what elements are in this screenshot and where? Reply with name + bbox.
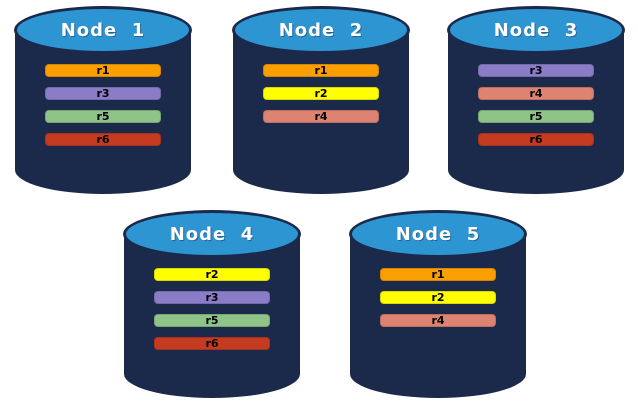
replica-label: r2 [314, 87, 328, 100]
node-4-replica-list: r2 r3 r5 r6 [123, 268, 301, 360]
node-4-title: Node 4 [169, 223, 255, 245]
replica-label: r4 [314, 110, 328, 123]
node-5-title: Node 5 [395, 223, 481, 245]
replica-label: r1 [314, 64, 328, 77]
replica-label: r6 [205, 337, 219, 350]
replica-bar: r4 [380, 314, 496, 327]
node-1-cylinder-top: Node 1 [14, 6, 192, 54]
node-3-cylinder: Node 3 r3 r4 r5 r6 [447, 6, 625, 194]
node-3-title: Node 3 [493, 19, 579, 41]
replica-bar: r3 [154, 291, 270, 304]
replica-label: r3 [529, 64, 543, 77]
replica-bar: r1 [45, 64, 161, 77]
node-1-replica-list: r1 r3 r5 r6 [14, 64, 192, 156]
replica-label: r3 [96, 87, 110, 100]
node-3-cylinder-top: Node 3 [447, 6, 625, 54]
replica-bar: r2 [380, 291, 496, 304]
replica-bar: r6 [478, 133, 594, 146]
node-2-cylinder: Node 2 r1 r2 r4 [232, 6, 410, 194]
node-3-replica-list: r3 r4 r5 r6 [447, 64, 625, 156]
replica-label: r6 [96, 133, 110, 146]
replica-bar: r3 [478, 64, 594, 77]
replica-bar: r6 [45, 133, 161, 146]
node-1-cylinder: Node 1 r1 r3 r5 r6 [14, 6, 192, 194]
replica-label: r2 [205, 268, 219, 281]
node-1-title: Node 1 [60, 19, 146, 41]
replica-label: r1 [431, 268, 445, 281]
node-4-cylinder-top: Node 4 [123, 210, 301, 258]
replica-label: r1 [96, 64, 110, 77]
replica-label: r4 [529, 87, 543, 100]
node-2-cylinder-top: Node 2 [232, 6, 410, 54]
replica-bar: r2 [263, 87, 379, 100]
replica-label: r2 [431, 291, 445, 304]
replica-bar: r4 [478, 87, 594, 100]
node-2-title: Node 2 [278, 19, 364, 41]
node-5-cylinder-top: Node 5 [349, 210, 527, 258]
replica-bar: r3 [45, 87, 161, 100]
replica-label: r5 [205, 314, 219, 327]
replica-bar: r1 [380, 268, 496, 281]
replica-label: r5 [96, 110, 110, 123]
replica-bar: r5 [478, 110, 594, 123]
replica-label: r3 [205, 291, 219, 304]
replica-bar: r6 [154, 337, 270, 350]
replica-bar: r4 [263, 110, 379, 123]
replica-bar: r5 [154, 314, 270, 327]
node-5-replica-list: r1 r2 r4 [349, 268, 527, 337]
replica-bar: r1 [263, 64, 379, 77]
node-5-cylinder: Node 5 r1 r2 r4 [349, 210, 527, 398]
replica-label: r6 [529, 133, 543, 146]
node-4-cylinder: Node 4 r2 r3 r5 r6 [123, 210, 301, 398]
replica-label: r5 [529, 110, 543, 123]
replica-label: r4 [431, 314, 445, 327]
replica-bar: r2 [154, 268, 270, 281]
replica-bar: r5 [45, 110, 161, 123]
node-2-replica-list: r1 r2 r4 [232, 64, 410, 133]
